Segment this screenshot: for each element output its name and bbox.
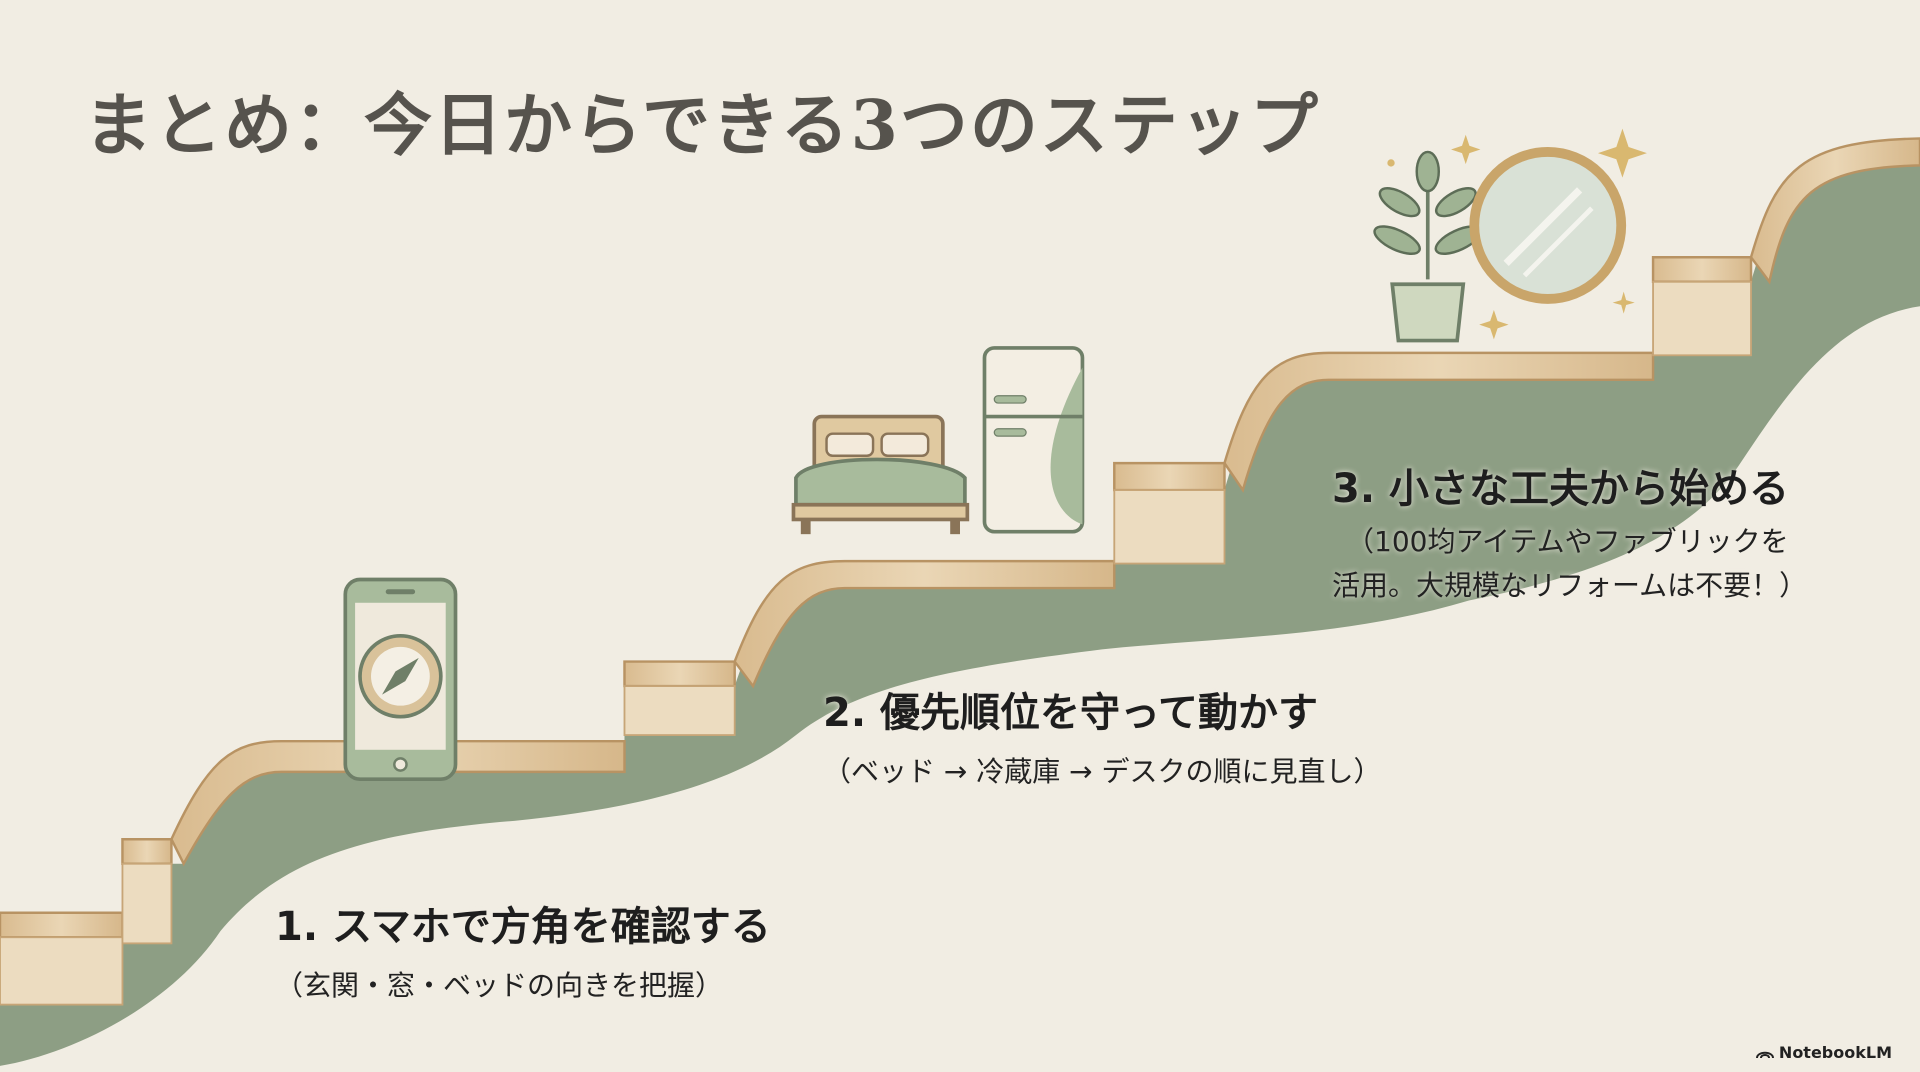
step-2-heading: 2. 優先順位を守って動かす — [823, 690, 1318, 736]
notebooklm-logo-icon — [1755, 1051, 1774, 1058]
step-3-line-1: （100均アイテムやファブリックを — [1346, 525, 1789, 558]
step-1-description: （玄関・窓・ベッドの向きを把握） — [275, 969, 724, 1002]
step-3-line-2: 活用。大規模なリフォームは不要！） — [1332, 569, 1808, 602]
notebooklm-watermark: NotebookLM — [1755, 1043, 1892, 1062]
step-1: 1. スマホで方角を確認する （玄関・窓・ベッドの向きを把握） — [275, 894, 771, 1008]
step-2-description: （ベッド → 冷蔵庫 → デスクの順に見直し） — [823, 755, 1382, 788]
bed-icon — [791, 414, 970, 535]
step-2: 2. 優先順位を守って動かす （ベッド → 冷蔵庫 → デスクの順に見直し） — [823, 680, 1382, 794]
step-1-heading: 1. スマホで方角を確認する — [275, 904, 771, 950]
plant-icon — [1373, 150, 1483, 343]
fridge-icon — [982, 346, 1085, 534]
page-title: まとめ：今日からできる3つのステップ — [84, 86, 1320, 166]
step-3-description: （100均アイテムやファブリックを 活用。大規模なリフォームは不要！） — [1332, 520, 1807, 608]
smartphone-compass-icon — [343, 577, 458, 782]
mirror-icon — [1469, 147, 1627, 304]
sparkle-icons — [1387, 128, 1647, 340]
step-3-heading: 3. 小さな工夫から始める — [1332, 466, 1789, 512]
brand-label: NotebookLM — [1778, 1043, 1892, 1062]
green-band — [0, 165, 1920, 1066]
step-3: 3. 小さな工夫から始める （100均アイテムやファブリックを 活用。大規模なリ… — [1332, 456, 1807, 608]
